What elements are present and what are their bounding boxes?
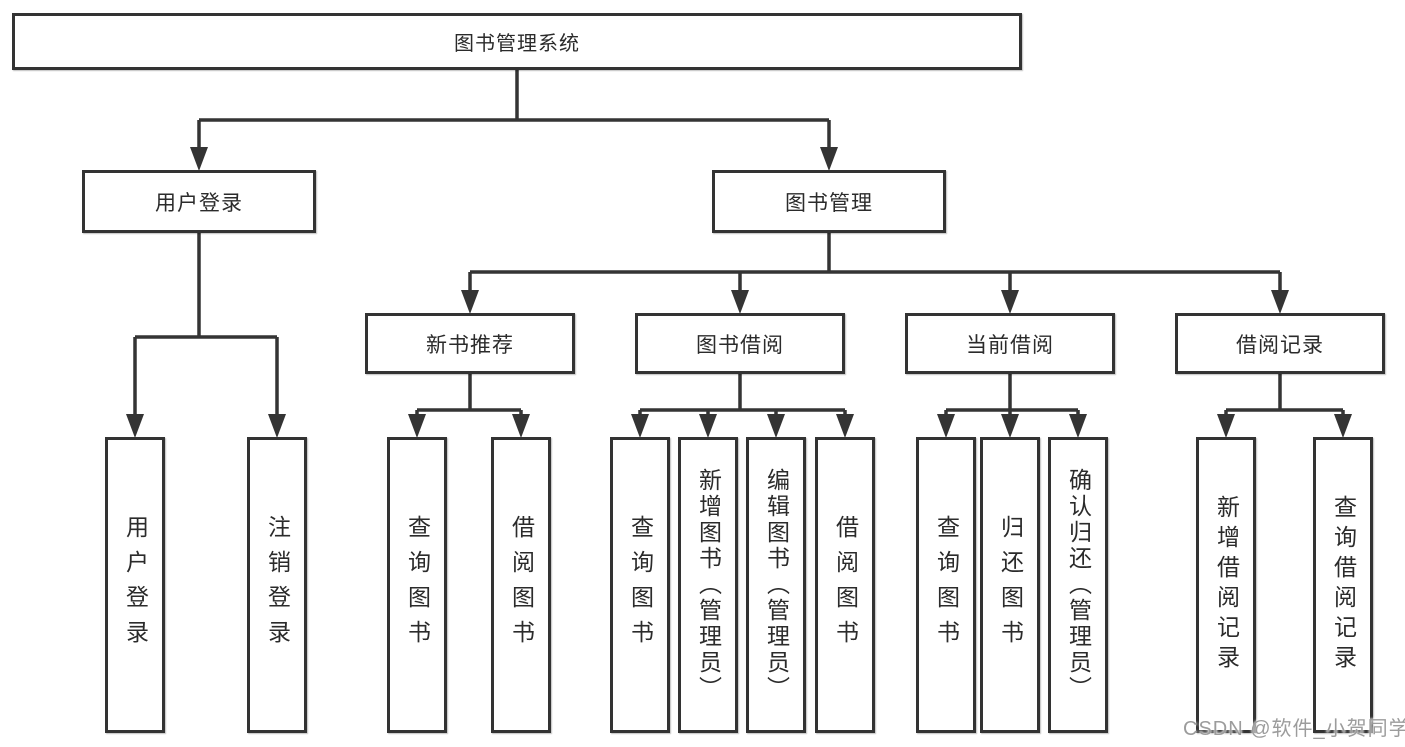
arrowhead xyxy=(731,290,749,314)
arrowhead xyxy=(126,414,144,438)
leaf-current-query-books: 查询图书 xyxy=(916,437,976,733)
node-user-login-branch: 用户登录 xyxy=(82,170,316,233)
node-label: 查询图书 xyxy=(933,515,960,655)
node-label: 新增图书（管理员） xyxy=(695,468,722,702)
connector-recommend-to-leaves xyxy=(415,374,523,416)
arrowhead xyxy=(820,147,838,171)
connector-login-to-leaves xyxy=(133,233,279,416)
node-label: 新增借阅记录 xyxy=(1213,495,1240,675)
node-label: 注销登录 xyxy=(264,515,291,655)
connector-current-to-leaves xyxy=(944,374,1080,416)
arrowhead xyxy=(461,290,479,314)
leaf-borrow-books: 借阅图书 xyxy=(815,437,875,733)
node-label: 新书推荐 xyxy=(426,333,514,357)
arrowhead xyxy=(1217,414,1235,438)
arrowhead xyxy=(1001,290,1019,314)
arrowhead xyxy=(836,414,854,438)
node-book-borrowing: 图书借阅 xyxy=(635,313,845,374)
node-label: 图书借阅 xyxy=(696,333,784,357)
leaf-add-borrow-record: 新增借阅记录 xyxy=(1196,437,1256,733)
node-borrowing-records: 借阅记录 xyxy=(1175,313,1385,374)
node-label: 借阅记录 xyxy=(1236,333,1324,357)
node-label: 图书管理 xyxy=(785,191,873,215)
csdn-watermark: CSDN @软件_小贺同学 xyxy=(1183,718,1405,740)
leaf-return-books: 归还图书 xyxy=(980,437,1040,733)
node-label: 图书管理系统 xyxy=(454,33,580,55)
arrowhead xyxy=(1001,414,1019,438)
arrowhead xyxy=(190,147,208,171)
arrowhead xyxy=(699,414,717,438)
arrowhead xyxy=(631,414,649,438)
node-label: 归还图书 xyxy=(997,515,1024,655)
node-library-management-system: 图书管理系统 xyxy=(12,13,1022,70)
leaf-confirm-return-admin: 确认归还（管理员） xyxy=(1048,437,1108,733)
node-label: 用户登录 xyxy=(122,515,149,655)
leaf-add-books-admin: 新增图书（管理员） xyxy=(678,437,738,733)
node-label: 编辑图书（管理员） xyxy=(763,468,790,702)
leaf-query-borrow-record: 查询借阅记录 xyxy=(1313,437,1373,733)
connector-records-to-leaves xyxy=(1224,374,1345,416)
arrowhead xyxy=(1069,414,1087,438)
arrowhead xyxy=(1334,414,1352,438)
node-label: 查询借阅记录 xyxy=(1330,495,1357,675)
connector-root-to-level2 xyxy=(197,70,831,149)
node-label: 查询图书 xyxy=(404,515,431,655)
node-book-management-branch: 图书管理 xyxy=(712,170,946,233)
arrowhead xyxy=(1271,290,1289,314)
node-label: 借阅图书 xyxy=(508,515,535,655)
connector-borrow-to-leaves xyxy=(638,374,847,416)
leaf-recommend-borrow-books: 借阅图书 xyxy=(491,437,551,733)
arrowhead xyxy=(512,414,530,438)
node-label: 用户登录 xyxy=(155,191,243,215)
leaf-logout: 注销登录 xyxy=(247,437,307,733)
node-label: 借阅图书 xyxy=(832,515,859,655)
arrowhead xyxy=(937,414,955,438)
node-current-borrowing: 当前借阅 xyxy=(905,313,1115,374)
arrowhead xyxy=(268,414,286,438)
leaf-edit-books-admin: 编辑图书（管理员） xyxy=(746,437,806,733)
arrowhead xyxy=(408,414,426,438)
node-new-book-recommendation: 新书推荐 xyxy=(365,313,575,374)
connector-mgmt-to-level3 xyxy=(468,233,1282,292)
leaf-user-login: 用户登录 xyxy=(105,437,165,733)
node-label: 查询图书 xyxy=(627,515,654,655)
leaf-borrow-query-books: 查询图书 xyxy=(610,437,670,733)
node-label: 确认归还（管理员） xyxy=(1065,468,1092,702)
leaf-recommend-query-books: 查询图书 xyxy=(387,437,447,733)
arrowhead xyxy=(767,414,785,438)
node-label: 当前借阅 xyxy=(966,333,1054,357)
